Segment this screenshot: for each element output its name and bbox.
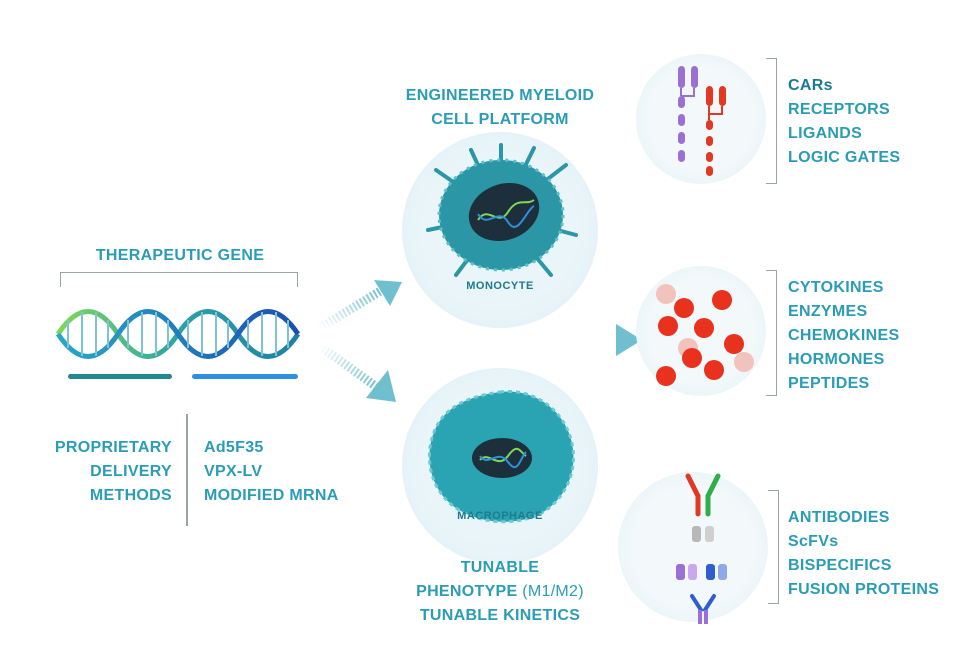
dna-helix-icon — [55, 309, 301, 359]
antibody-list: ANTIBODIES ScFVs BISPECIFICS FUSION PROT… — [788, 509, 940, 598]
arrow-to-monocyte-icon — [317, 280, 402, 332]
macrophage-cell-icon — [427, 389, 575, 524]
receptors-item-cars: CARs — [788, 77, 833, 94]
macrophage-label: MACROPHAGE — [457, 510, 543, 522]
receptors-bracket — [766, 58, 777, 184]
receptors-list: CARs RECEPTORS LIGANDS LOGIC GATES — [788, 74, 958, 170]
car-receptor-icon — [678, 66, 726, 176]
arrow-to-secreted-icon — [552, 324, 642, 356]
gene-bracket — [60, 272, 298, 287]
arrow-to-macrophage-icon — [317, 342, 396, 402]
gene-bar-blue — [192, 374, 298, 379]
antibody-bracket — [768, 490, 779, 604]
platform-title: ENGINEERED MYELOID CELL PLATFORM — [405, 87, 595, 128]
delivery-label: PROPRIETARY DELIVERY METHODS — [54, 439, 172, 504]
secreted-bracket — [766, 270, 777, 396]
antibody-formats-icon — [676, 473, 727, 624]
delivery-methods-list: Ad5F35 VPX-LV MODIFIED MRNA — [204, 439, 339, 504]
phenotype-m1m2: (M1/M2) — [522, 583, 584, 600]
tunable-text: TUNABLE PHENOTYPE (M1/M2) TUNABLE KINETI… — [416, 559, 584, 624]
delivery-divider — [186, 414, 188, 526]
therapeutic-gene-title: THERAPEUTIC GENE — [95, 247, 265, 264]
monocyte-label: MONOCYTE — [466, 280, 534, 292]
secreted-particles-icon — [656, 284, 754, 386]
monocyte-cell-icon — [426, 143, 578, 277]
phenotype-bold: PHENOTYPE — [416, 583, 518, 600]
secreted-list: CYTOKINES ENZYMES CHEMOKINES HORMONES PE… — [788, 279, 900, 392]
receptors-circle — [636, 54, 766, 184]
gene-bar-teal — [68, 374, 172, 379]
